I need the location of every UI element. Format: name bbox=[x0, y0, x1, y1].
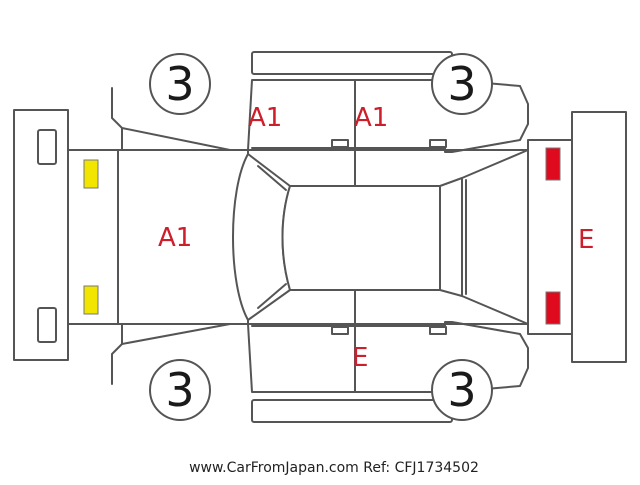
tire-front-right-grade: 3 bbox=[165, 363, 194, 417]
tire-front-left: 3 bbox=[149, 53, 211, 115]
tire-rear-left: 3 bbox=[431, 53, 493, 115]
tire-rear-right-grade: 3 bbox=[447, 363, 476, 417]
rear-taillight-right bbox=[545, 291, 561, 325]
front-headlight-right bbox=[83, 285, 99, 315]
roof-rails bbox=[251, 51, 453, 423]
tire-front-right: 3 bbox=[149, 359, 211, 421]
damage-label-rear: E bbox=[578, 225, 594, 255]
left-side-panel bbox=[111, 79, 529, 153]
damage-label-left-front-door: A1 bbox=[248, 103, 282, 133]
tire-front-left-grade: 3 bbox=[165, 57, 194, 111]
rear-panel bbox=[527, 139, 573, 335]
tire-rear-left-grade: 3 bbox=[447, 57, 476, 111]
rear-taillight-left bbox=[545, 147, 561, 181]
damage-label-left-rear-door: A1 bbox=[354, 103, 388, 133]
right-side-panel bbox=[111, 321, 529, 393]
damage-label-hood: A1 bbox=[158, 223, 192, 253]
top-view-body bbox=[67, 149, 529, 325]
tire-rear-right: 3 bbox=[431, 359, 493, 421]
watermark-text: www.CarFromJapan.com Ref: CFJ1734502 bbox=[189, 460, 479, 476]
front-headlight-left bbox=[83, 159, 99, 189]
damage-label-right-rear-door: E bbox=[352, 343, 368, 373]
front-bumper bbox=[13, 109, 69, 361]
